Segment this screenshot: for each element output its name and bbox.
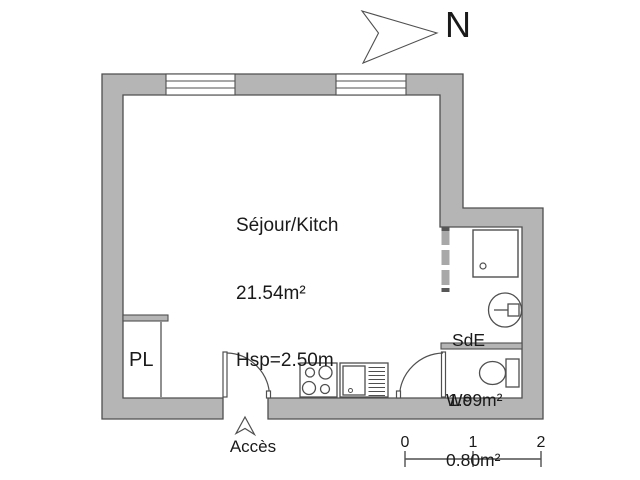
north-arrow-icon [360, 10, 439, 65]
entrance-label: Accès [229, 437, 277, 456]
room-area: 1.99m² [448, 390, 503, 410]
scale-tick-2: 2 [536, 434, 546, 451]
closet-partition [122, 314, 169, 398]
room-name: Wc [446, 390, 472, 410]
shower-tray-icon [472, 229, 519, 278]
north-label: N [445, 4, 471, 45]
closet-label: PL [129, 349, 154, 371]
cooktop-icon [299, 362, 338, 398]
wc-door-icon [395, 351, 447, 399]
scale-tick-0: 0 [400, 434, 410, 451]
walls [101, 73, 544, 420]
room-area: 21.54m² [236, 282, 306, 304]
scale-bar [404, 451, 542, 467]
room-label-living-kitchen: Séjour/Kitch 21.54m² Hsp=2.50m [236, 170, 338, 418]
room-name: Séjour/Kitch [236, 215, 339, 236]
room-name: SdE [452, 330, 486, 350]
sde-wc-partition [440, 342, 523, 350]
sliding-door-icon [441, 227, 450, 292]
washbasin-icon [487, 292, 523, 328]
window-icon [335, 73, 407, 96]
window-icon [165, 73, 236, 96]
room-label-shower-room: SdE 1.99m² [448, 290, 502, 450]
room-label-wc: Wc 0.80m² [446, 350, 500, 480]
entrance-door-icon [222, 351, 272, 399]
scale-tick-1: 1 [468, 434, 478, 451]
room-area: 0.80m² [446, 450, 501, 470]
kitchen-sink-icon [339, 362, 389, 398]
toilet-icon [478, 358, 520, 388]
entrance-arrow-icon [234, 415, 257, 437]
ceiling-height: Hsp=2.50m [236, 350, 334, 371]
